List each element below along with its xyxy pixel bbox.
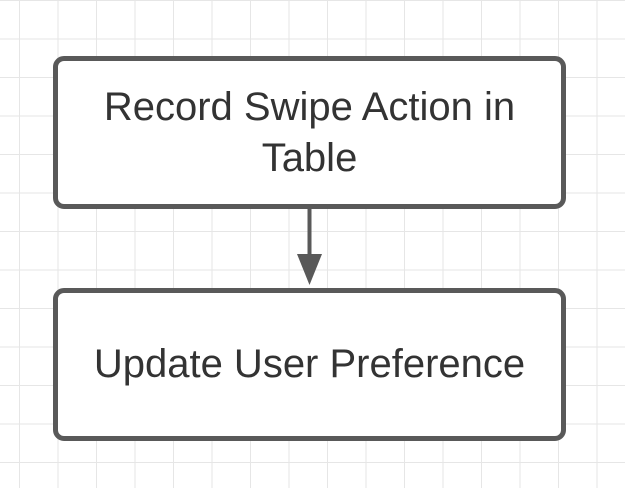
node-label: Record Swipe Action in Table [103, 84, 516, 180]
flowchart-node-update-preference[interactable]: Update User Preference [53, 288, 566, 441]
arrowhead-icon [297, 254, 322, 285]
flowchart-node-record-swipe[interactable]: Record Swipe Action in Table [53, 56, 566, 209]
node-label: Update User Preference [93, 342, 526, 386]
